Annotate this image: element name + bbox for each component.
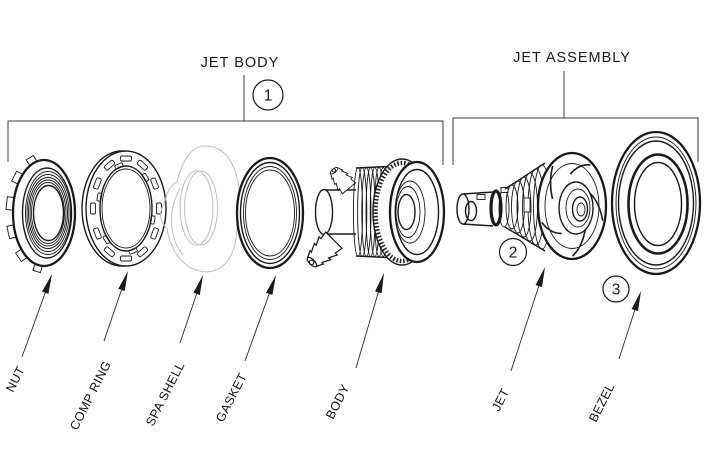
comp-ring-arrow — [103, 271, 128, 342]
body-arrow — [355, 273, 384, 369]
nut-label: NUT — [3, 364, 28, 394]
callout-1: 1 — [264, 88, 273, 105]
jet-arrow — [510, 267, 545, 372]
part-labels: NUT COMP RING SPA SHELL GASKET BODY JET … — [3, 359, 617, 433]
body-drawing — [306, 158, 446, 268]
spa-shell-arrow — [179, 275, 203, 344]
nut-drawing — [5, 154, 77, 274]
callout-3: 3 — [612, 282, 621, 299]
jet-assembly-title: JET ASSEMBLY — [513, 50, 631, 66]
bezel-arrow — [618, 291, 641, 360]
jet-body-title: JET BODY — [201, 55, 280, 71]
callout-2: 2 — [509, 245, 518, 262]
jet-drawing — [456, 151, 608, 261]
callout-3-group: 3 — [602, 275, 630, 303]
callout-3-circle — [602, 275, 630, 303]
gasket-arrow — [244, 275, 276, 362]
spa-shell-label: SPA SHELL — [143, 360, 187, 429]
callout-2-group: 2 — [498, 237, 528, 267]
jet-body-bracket: JET BODY 1 — [7, 55, 444, 165]
callout-1-circle — [252, 79, 284, 111]
jet-label: JET — [489, 386, 512, 413]
gasket-label: GASKET — [213, 371, 250, 425]
comp-ring-label: COMP RING — [67, 359, 114, 433]
spa-shell-drawing — [160, 145, 242, 273]
comp-ring-drawing — [81, 150, 167, 267]
bezel-label: BEZEL — [586, 381, 617, 424]
leader-arrows — [21, 267, 641, 372]
body-label: BODY — [323, 382, 352, 422]
callout-2-circle — [498, 237, 528, 267]
jet-assembly-bracket: JET ASSEMBLY — [452, 50, 699, 165]
nut-arrow — [21, 274, 52, 358]
bezel-drawing — [610, 130, 702, 276]
gasket-drawing — [235, 156, 305, 270]
